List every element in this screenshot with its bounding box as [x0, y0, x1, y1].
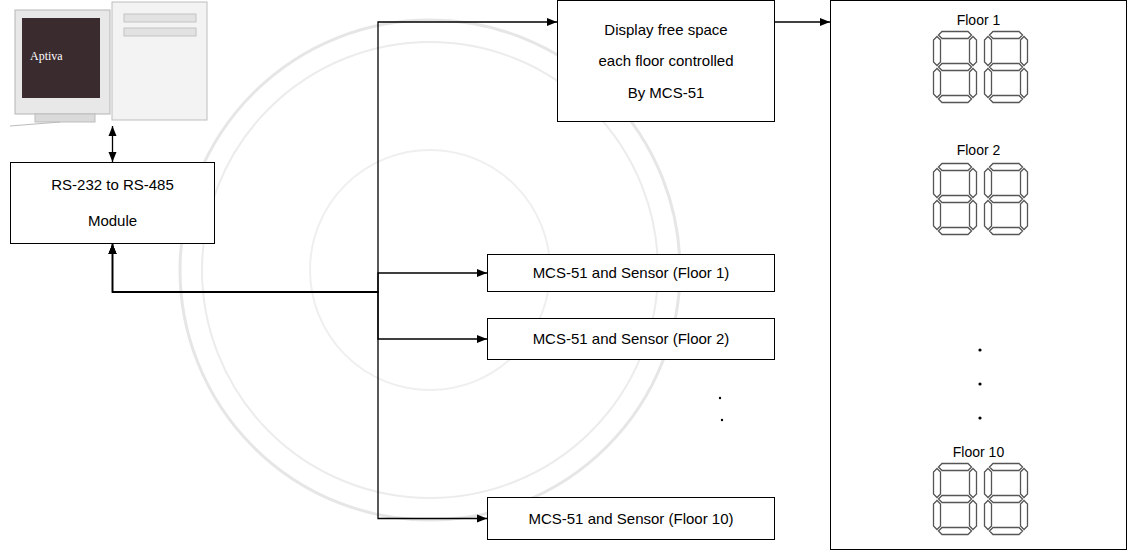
- drive-slot: [124, 14, 196, 22]
- digit-segment: [990, 496, 1023, 503]
- digit-segment: [990, 96, 1023, 103]
- digit-segment: [990, 196, 1023, 203]
- digit-segment: [970, 501, 977, 530]
- digit-segment: [939, 96, 972, 103]
- bus-connector: [775, 21, 830, 22]
- digit-segment: [1021, 469, 1028, 498]
- digit-segment: [934, 469, 941, 498]
- digit-segment: [934, 37, 941, 66]
- brand-label: Aptiva: [30, 49, 63, 64]
- digit-segment: [970, 37, 977, 66]
- ellipsis-dot: [719, 397, 721, 399]
- bus-connector: [113, 244, 488, 519]
- box-label: RS-232 to RS-485 Module: [33, 167, 193, 239]
- seven-segment-digit: [985, 464, 1028, 535]
- seven-segment-digit: [934, 464, 977, 535]
- digit-segment: [985, 69, 992, 98]
- converter-module: RS-232 to RS-485 Module: [10, 162, 215, 244]
- digit-segment: [970, 169, 977, 198]
- monitor-screen: [22, 18, 100, 98]
- box-label: MCS-51 and Sensor (Floor 10): [528, 509, 733, 529]
- digit-segment: [939, 64, 972, 71]
- digit-segment: [939, 196, 972, 203]
- digit-segment: [990, 164, 1023, 171]
- digit-segment: [1021, 501, 1028, 530]
- box-label: Display free space each floor controlled…: [591, 14, 741, 109]
- digit-segment: [939, 228, 972, 235]
- box-label: MCS-51 and Sensor (Floor 2): [533, 329, 730, 349]
- digit-segment: [985, 501, 992, 530]
- digit-segment: [990, 464, 1023, 471]
- digit-segment: [985, 469, 992, 498]
- digit-segment: [934, 201, 941, 230]
- box-label: MCS-51 and Sensor (Floor 1): [533, 263, 730, 283]
- display-controller: Display free space each floor controlled…: [557, 0, 775, 122]
- digit-segment: [939, 32, 972, 39]
- digit-segment: [939, 528, 972, 535]
- digit-segment: [985, 37, 992, 66]
- digit-segment: [970, 69, 977, 98]
- digit-segment: [970, 201, 977, 230]
- digit-segment: [939, 496, 972, 503]
- seven-segment-digit: [934, 32, 977, 103]
- digit-segment: [970, 469, 977, 498]
- digit-segment: [1021, 169, 1028, 198]
- digit-segment: [985, 201, 992, 230]
- floor-label: Floor 2: [831, 142, 1126, 158]
- monitor-body: [15, 10, 110, 114]
- ellipsis-dot: [978, 382, 981, 385]
- digit-segment: [934, 501, 941, 530]
- bus-connector: [113, 244, 488, 292]
- ellipsis-dot: [978, 416, 981, 419]
- ellipsis-dot: [978, 348, 981, 351]
- desk-edge: [10, 122, 60, 126]
- floor-label: Floor 10: [831, 444, 1126, 460]
- bus-connector: [113, 22, 558, 292]
- display-panel: Floor 1 Floor 2 Floor 10: [830, 0, 1127, 550]
- digit-segment: [990, 228, 1023, 235]
- floor-label: Floor 1: [831, 12, 1126, 28]
- digit-segment: [990, 64, 1023, 71]
- floor-controller: MCS-51 and Sensor (Floor 1): [487, 254, 775, 292]
- digit-segment: [1021, 201, 1028, 230]
- drive-slot: [124, 28, 196, 36]
- ellipsis-dot: [721, 419, 723, 421]
- seven-segment-digit: [934, 164, 977, 235]
- digit-segment: [1021, 69, 1028, 98]
- digit-segment: [990, 32, 1023, 39]
- seven-segment-digit: [985, 164, 1028, 235]
- computer-tower: [112, 2, 207, 120]
- digit-segment: [934, 69, 941, 98]
- digit-segment: [985, 169, 992, 198]
- digit-segment: [1021, 37, 1028, 66]
- digit-segment: [939, 164, 972, 171]
- computer-unit: Aptiva: [15, 5, 210, 125]
- seven-segment-digit: [985, 32, 1028, 103]
- digit-segment: [939, 464, 972, 471]
- floor-controller: MCS-51 and Sensor (Floor 2): [487, 318, 775, 360]
- digit-segment: [990, 528, 1023, 535]
- monitor-stand: [35, 114, 95, 122]
- digit-segment: [934, 169, 941, 198]
- floor-controller: MCS-51 and Sensor (Floor 10): [487, 497, 775, 540]
- bus-connector: [112, 126, 113, 162]
